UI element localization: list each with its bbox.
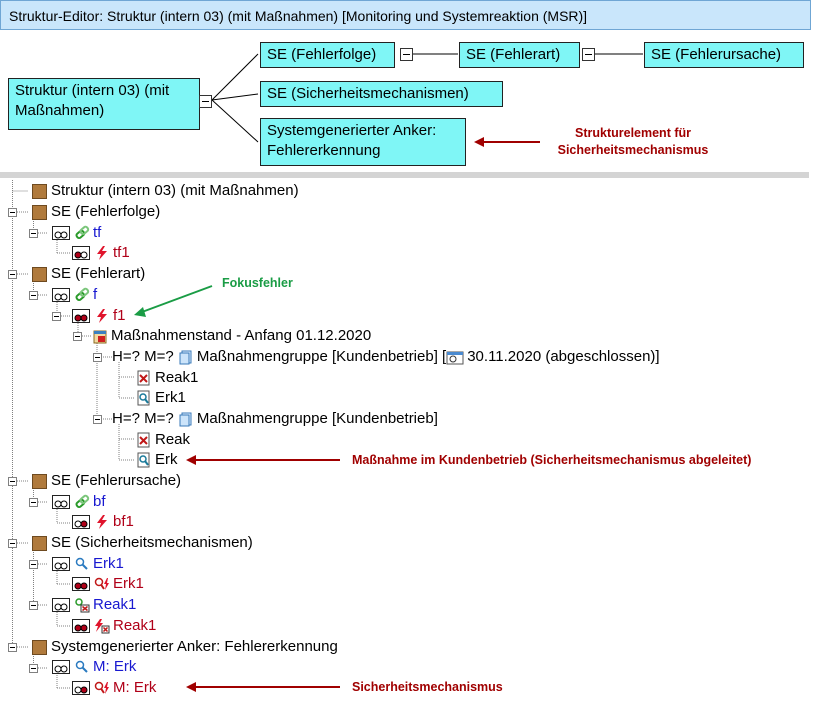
- tree-item-se-sicherheit[interactable]: SE (Sicherheitsmechanismen): [32, 533, 253, 553]
- failure-lightning-icon: [97, 246, 107, 260]
- failure-lightning-icon: [97, 515, 107, 529]
- function-net-icon: [52, 660, 70, 674]
- tree-item-root[interactable]: Struktur (intern 03) (mit Maßnahmen): [32, 181, 299, 201]
- diagram-connectors: [211, 53, 643, 147]
- function-net-icon: [52, 598, 70, 612]
- failure-net-icon: [72, 309, 90, 323]
- structure-element-icon: [32, 266, 47, 282]
- diagram-node-anchor[interactable]: Systemgenerierter Anker: Fehlererkennung: [260, 118, 466, 166]
- failure-net-icon: [72, 681, 90, 695]
- detection-icon: [137, 390, 150, 406]
- expander-fehlerursache[interactable]: [8, 477, 17, 486]
- expander-m-erk[interactable]: [29, 664, 38, 673]
- tree-item-function-tf[interactable]: tf: [52, 223, 101, 243]
- window-titlebar: Struktur-Editor: Struktur (intern 03) (m…: [0, 0, 811, 30]
- expander-tf[interactable]: [29, 229, 38, 238]
- structure-tree: Struktur (intern 03) (mit Maßnahmen) SE …: [0, 180, 813, 702]
- tree-item-measure-state[interactable]: Maßnahmenstand - Anfang 01.12.2020: [92, 326, 371, 346]
- expander-group2[interactable]: [93, 415, 102, 424]
- expander-anchor[interactable]: [8, 643, 17, 652]
- collapse-fehlerart-icon[interactable]: [582, 48, 595, 61]
- tree-item-function-erk1[interactable]: Erk1: [52, 554, 124, 574]
- expander-erk1[interactable]: [29, 560, 38, 569]
- tree-item-g1-reak1[interactable]: Reak1: [136, 368, 198, 388]
- tree-item-measure-group-2[interactable]: H=? M=? Maßnahmengruppe [Kundenbetrieb]: [112, 410, 438, 427]
- annotation-massnahme-kundenbetrieb: Maßnahme im Kundenbetrieb (Sicherheitsme…: [352, 453, 752, 467]
- function-net-icon: [52, 226, 70, 240]
- function-net-icon: [52, 495, 70, 509]
- reaction-failure-icon: [95, 619, 110, 634]
- tree-item-se-fehlerursache[interactable]: SE (Fehlerursache): [32, 471, 181, 491]
- failure-net-icon: [72, 246, 90, 260]
- failure-lightning-icon: [97, 309, 107, 323]
- tree-item-measure-group-1[interactable]: H=? M=? Maßnahmengruppe [Kundenbetrieb] …: [112, 348, 660, 365]
- tree-item-function-reak1[interactable]: Reak1: [52, 595, 136, 615]
- detection-function-icon: [75, 557, 88, 570]
- function-link-icon: [75, 287, 90, 302]
- date-status-icon: [446, 351, 464, 365]
- failure-net-icon: [72, 515, 90, 529]
- diagram-node-se-fehlerursache[interactable]: SE (Fehlerursache): [644, 42, 804, 68]
- structure-element-icon: [32, 183, 47, 199]
- function-link-icon: [75, 225, 90, 240]
- tree-item-failure-tf1[interactable]: tf1: [72, 243, 130, 263]
- detection-function-icon: [75, 660, 88, 673]
- tree-item-g1-erk1[interactable]: Erk1: [136, 388, 186, 408]
- tree-item-anchor[interactable]: Systemgenerierter Anker: Fehlererkennung: [32, 637, 338, 657]
- function-net-icon: [52, 288, 70, 302]
- measure-group-icon: [179, 350, 192, 365]
- expander-measure-state[interactable]: [73, 332, 82, 341]
- panel-separator[interactable]: [0, 172, 809, 178]
- tree-item-se-fehlerart[interactable]: SE (Fehlerart): [32, 264, 145, 284]
- diagram-node-se-sicherheit[interactable]: SE (Sicherheitsmechanismen): [260, 81, 503, 107]
- tree-item-failure-m-erk[interactable]: M: Erk: [72, 678, 156, 698]
- tree-item-function-f[interactable]: f: [52, 285, 97, 305]
- annotation-sicherheitsmechanismus: Sicherheitsmechanismus: [352, 680, 503, 694]
- detection-icon: [137, 452, 150, 468]
- collapse-root-icon[interactable]: [199, 95, 212, 108]
- expander-f[interactable]: [29, 291, 38, 300]
- tree-item-failure-reak1[interactable]: Reak1: [72, 616, 156, 636]
- tree-item-function-bf[interactable]: bf: [52, 492, 106, 512]
- window-title: Struktur-Editor: Struktur (intern 03) (m…: [9, 8, 588, 24]
- annotation-fokusfehler: Fokusfehler: [222, 276, 293, 290]
- tree-item-failure-erk1[interactable]: Erk1: [72, 574, 144, 594]
- structure-element-icon: [32, 204, 47, 220]
- collapse-fehlerfolge-icon[interactable]: [400, 48, 413, 61]
- expander-sicherheit[interactable]: [8, 539, 17, 548]
- expander-fehlerart[interactable]: [8, 270, 17, 279]
- expander-fehlerfolge[interactable]: [8, 208, 17, 217]
- reaction-icon: [137, 370, 150, 386]
- diagram-node-se-fehlerart[interactable]: SE (Fehlerart): [459, 42, 580, 68]
- calendar-icon: [93, 330, 107, 344]
- expander-bf[interactable]: [29, 498, 38, 507]
- tree-item-g2-erk[interactable]: Erk: [136, 450, 178, 470]
- structure-element-icon: [32, 535, 47, 551]
- structure-diagram: Struktur (intern 03) (mit Maßnahmen) SE …: [0, 30, 813, 170]
- detection-failure-icon: [94, 681, 109, 694]
- failure-net-icon: [72, 577, 90, 591]
- reaction-function-icon: [75, 598, 90, 613]
- function-net-icon: [52, 557, 70, 571]
- expander-f1[interactable]: [52, 312, 61, 321]
- measure-group-icon: [179, 412, 192, 427]
- reaction-icon: [137, 432, 150, 448]
- tree-item-function-m-erk[interactable]: M: Erk: [52, 657, 136, 677]
- structure-element-icon: [32, 473, 47, 489]
- tree-item-se-fehlerfolge[interactable]: SE (Fehlerfolge): [32, 202, 160, 222]
- tree-item-failure-f1[interactable]: f1: [72, 306, 126, 326]
- tree-item-failure-bf1[interactable]: bf1: [72, 512, 134, 532]
- expander-reak1[interactable]: [29, 601, 38, 610]
- function-link-icon: [75, 494, 90, 509]
- failure-net-icon: [72, 619, 90, 633]
- structure-element-icon: [32, 639, 47, 655]
- diagram-annotation: Strukturelement für Sicherheitsmechanism…: [557, 126, 709, 157]
- diagram-node-se-fehlerfolge[interactable]: SE (Fehlerfolge): [260, 42, 395, 68]
- expander-group1[interactable]: [93, 353, 102, 362]
- tree-item-g2-reak[interactable]: Reak: [136, 430, 190, 450]
- diagram-node-root[interactable]: Struktur (intern 03) (mit Maßnahmen): [8, 78, 200, 130]
- detection-failure-icon: [94, 577, 109, 590]
